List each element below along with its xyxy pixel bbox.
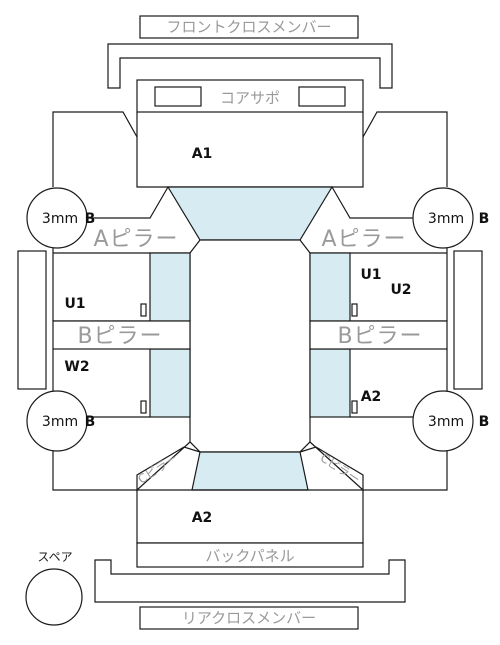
rear-window[interactable] xyxy=(191,451,309,491)
tire-rear-right-depth: 3mm xyxy=(428,414,464,430)
spare-tire[interactable] xyxy=(25,568,83,626)
front-bumper-bracket[interactable] xyxy=(107,43,393,89)
right-front-door-handle[interactable] xyxy=(351,303,358,317)
left-b-pillar[interactable] xyxy=(52,320,191,350)
tire-front-right-mark: B xyxy=(479,211,490,227)
right-c-pillar-label: Cピラー xyxy=(318,451,363,487)
right-b-pillar[interactable] xyxy=(309,320,448,350)
core-support-label: コアサポ xyxy=(220,89,280,107)
right-side-sill[interactable] xyxy=(453,250,483,390)
roof-panel[interactable] xyxy=(189,239,311,453)
tire-rear-left-depth: 3mm xyxy=(42,414,78,430)
tire-rear-left[interactable] xyxy=(26,390,88,452)
rear-bumper-bracket[interactable] xyxy=(94,559,406,603)
tire-front-left[interactable] xyxy=(26,187,88,249)
right-rear-window[interactable] xyxy=(309,348,351,418)
front-cross-member-label: フロントクロスメンバー xyxy=(166,18,331,36)
right-a-pillar-label: Aピラー xyxy=(321,227,406,252)
trunk-lid[interactable] xyxy=(136,489,364,544)
left-a-pillar-label: Aピラー xyxy=(93,227,178,252)
mark-front-center: A1 xyxy=(192,146,213,162)
left-front-fender[interactable] xyxy=(52,111,138,187)
mark-right-front-door-2: U2 xyxy=(390,282,411,298)
tire-front-left-mark: B xyxy=(85,211,96,227)
left-rear-window[interactable] xyxy=(149,348,191,418)
headlight-right[interactable] xyxy=(298,86,346,107)
left-rear-door-handle[interactable] xyxy=(140,400,147,414)
right-c-pillar[interactable] xyxy=(299,441,364,492)
mark-left-rear-door: W2 xyxy=(64,359,89,375)
right-rear-door-handle[interactable] xyxy=(351,400,358,414)
right-b-pillar-label: Bピラー xyxy=(337,324,422,349)
mark-right-front-door-1: U1 xyxy=(360,267,381,283)
windshield[interactable] xyxy=(166,186,334,241)
tire-rear-left-mark: B xyxy=(85,414,96,430)
rear-cross-member-box[interactable] xyxy=(139,606,359,630)
back-panel-box[interactable] xyxy=(136,542,364,568)
left-front-door-handle[interactable] xyxy=(140,303,147,317)
tire-rear-right[interactable] xyxy=(412,390,474,452)
headlight-left[interactable] xyxy=(154,86,202,107)
left-b-pillar-label: Bピラー xyxy=(77,324,162,349)
right-front-fender[interactable] xyxy=(362,111,448,187)
hood-panel[interactable] xyxy=(136,112,364,188)
right-front-window[interactable] xyxy=(309,252,351,322)
mark-left-front-door: U1 xyxy=(64,296,85,312)
spare-label: スペア xyxy=(37,550,72,564)
rear-cross-member-label: リアクロスメンバー xyxy=(182,609,316,627)
tire-front-left-depth: 3mm xyxy=(42,211,78,227)
tire-rear-right-mark: B xyxy=(479,414,490,430)
mark-rear-center: A2 xyxy=(192,510,213,526)
back-panel-label: バックパネル xyxy=(205,547,294,565)
left-side-sill[interactable] xyxy=(17,250,47,390)
front-cross-member-box[interactable] xyxy=(139,15,359,39)
left-front-window[interactable] xyxy=(149,252,191,322)
left-c-pillar[interactable] xyxy=(136,441,201,492)
tire-front-right-depth: 3mm xyxy=(428,211,464,227)
left-c-pillar-label: Cピラー xyxy=(135,451,180,487)
mark-right-rear-door: A2 xyxy=(361,389,382,405)
tire-front-right[interactable] xyxy=(412,187,474,249)
